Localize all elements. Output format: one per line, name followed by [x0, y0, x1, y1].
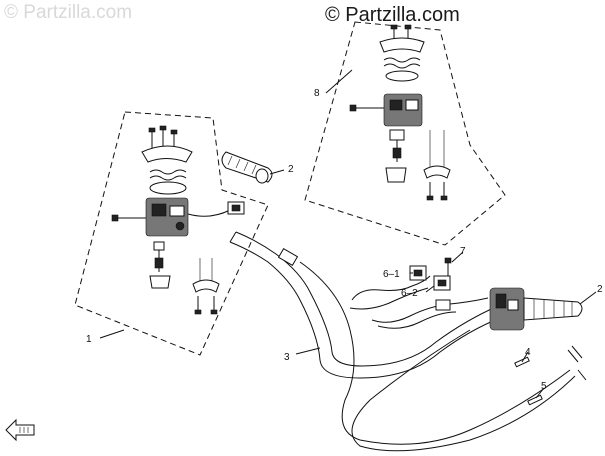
left-switch-housing-parts	[111, 125, 245, 315]
callout-7: 7	[460, 246, 466, 257]
watermark-main: © Partzilla.com	[325, 4, 460, 26]
handlebar-tube	[229, 231, 501, 379]
callout-6-1: 6–1	[383, 269, 400, 280]
wiring-harnesses	[349, 257, 489, 329]
callout-4: 4	[525, 347, 531, 358]
callout-6-2: 6–2	[401, 288, 418, 299]
callout-2-grip: 2	[288, 164, 294, 175]
right-switch-and-grip	[489, 287, 583, 331]
callout-3: 3	[284, 352, 290, 363]
callout-1: 1	[86, 334, 92, 345]
watermark-faint: © Partzilla.com	[4, 2, 133, 23]
callout-2-right: 2	[597, 284, 603, 295]
control-cables	[299, 261, 587, 452]
right-switch-housing-parts	[349, 24, 451, 201]
front-direction-arrow-icon	[5, 418, 35, 442]
callout-8: 8	[314, 88, 320, 99]
callout-5: 5	[541, 381, 547, 392]
left-grip	[221, 151, 273, 184]
right-switch-group-boundary	[304, 21, 506, 246]
leader-lines	[99, 69, 597, 399]
